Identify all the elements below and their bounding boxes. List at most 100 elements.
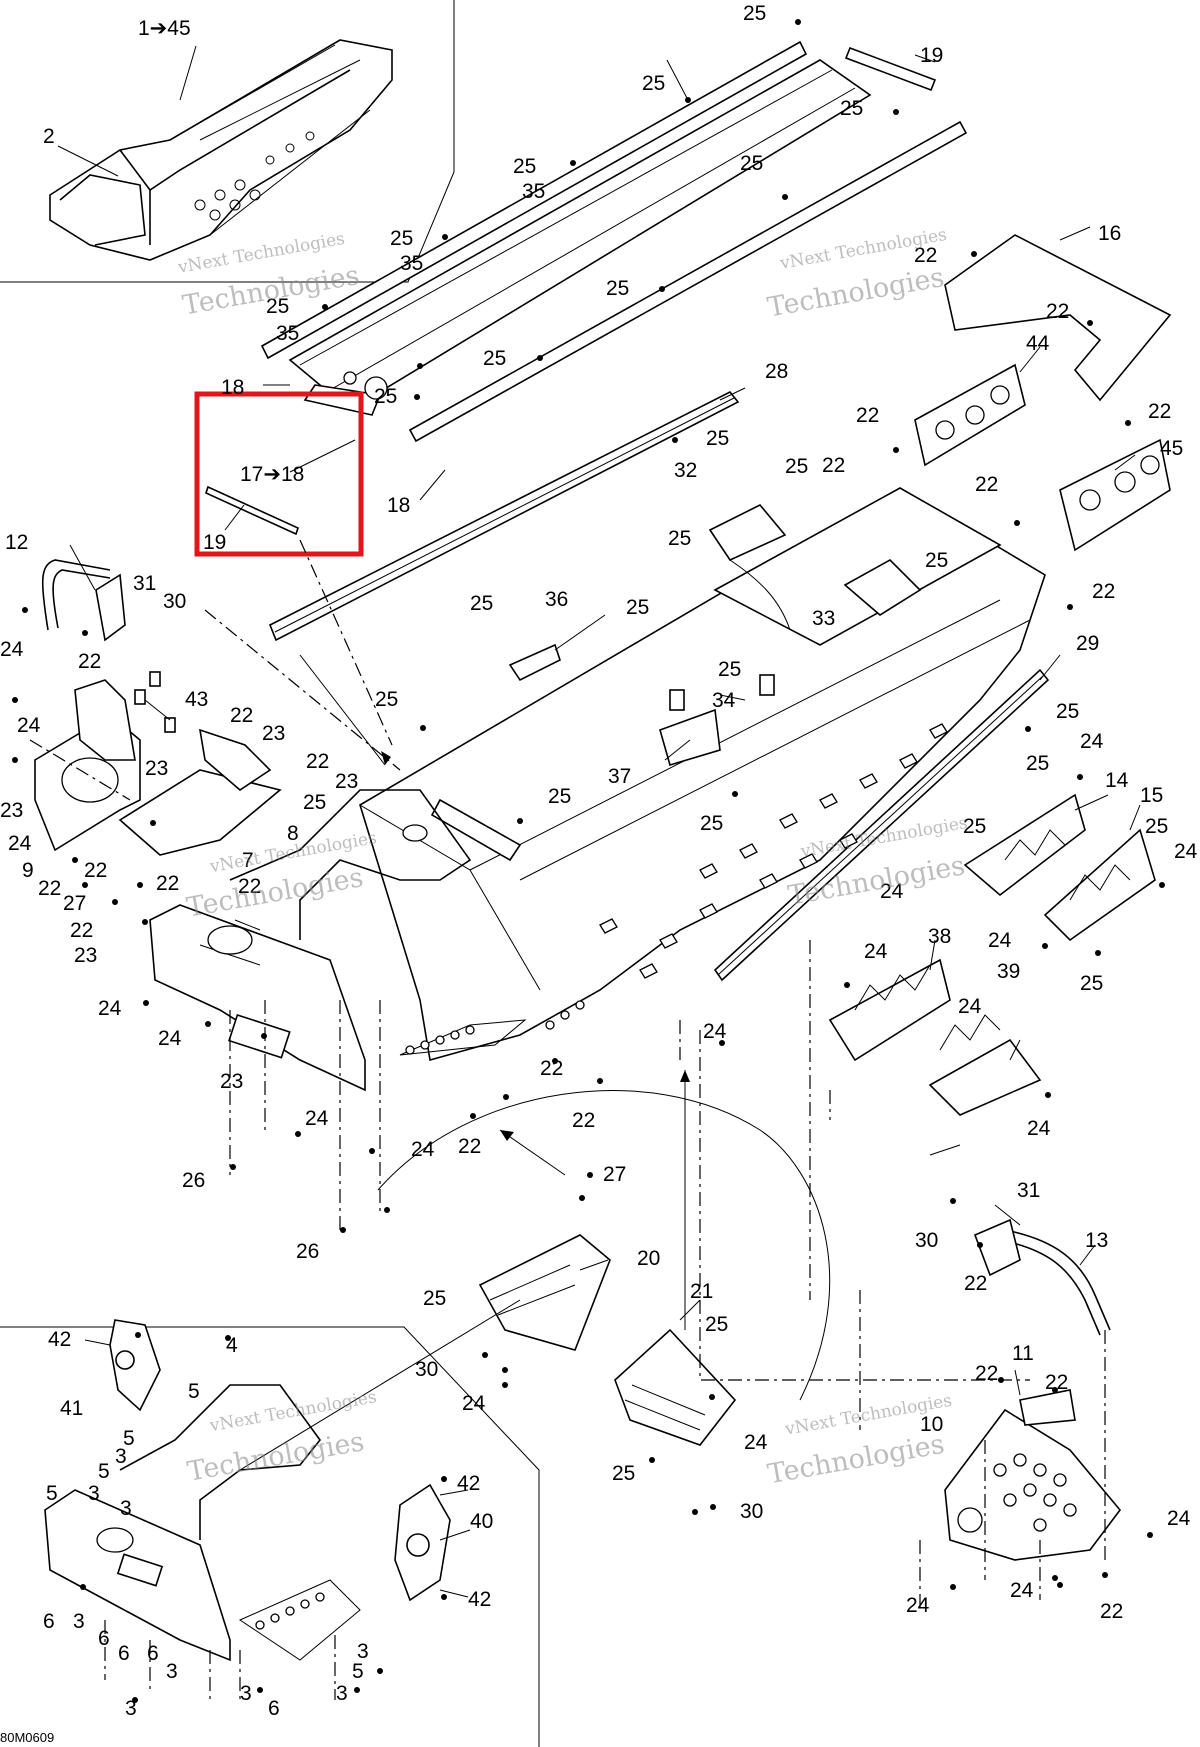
callout-30: 30 [163, 590, 186, 613]
callout-22: 22 [70, 919, 93, 942]
callout-43: 43 [185, 688, 208, 711]
callout-22: 22 [822, 454, 845, 477]
callout-35: 35 [400, 252, 423, 275]
callout-25: 25 [700, 812, 723, 835]
callout-39: 39 [997, 960, 1020, 983]
bracket-9-43 [34, 671, 176, 852]
callout-10: 10 [920, 1413, 943, 1436]
highlight-label-17-18: 17➔18 [240, 463, 304, 486]
callout-22: 22 [156, 872, 179, 895]
callout-22: 22 [914, 244, 937, 267]
callout-38: 38 [928, 925, 951, 948]
callout-25: 25 [785, 455, 808, 478]
callout-42: 42 [468, 1588, 491, 1611]
callout-23: 23 [220, 1070, 243, 1093]
callout-3: 3 [120, 1497, 132, 1520]
fastener-markers [12, 19, 1165, 1703]
callout-11: 11 [1012, 1342, 1034, 1365]
callout-3: 3 [125, 1697, 137, 1720]
callout-25: 25 [668, 527, 691, 550]
callout-5: 5 [98, 1460, 110, 1483]
callout-36: 36 [545, 588, 568, 611]
bracket-37 [659, 708, 721, 766]
bracket-40-42 [394, 1483, 451, 1602]
inset-front-frame [44, 1299, 521, 1662]
tunnel-assembly [359, 487, 1046, 1062]
callout-22: 22 [84, 859, 107, 882]
callout-22: 22 [964, 1272, 987, 1295]
callout-24: 24 [0, 638, 24, 661]
bracket-32 [708, 504, 787, 562]
callout-30: 30 [415, 1358, 438, 1381]
callout-27: 27 [603, 1163, 626, 1186]
callout-25: 25 [740, 152, 763, 175]
callout-25: 25 [840, 97, 863, 120]
callout-22: 22 [1092, 580, 1115, 603]
callout-5: 5 [352, 1660, 364, 1683]
front-frame [149, 789, 585, 1092]
callout-25: 25 [375, 688, 398, 711]
bracket-14 [963, 793, 1086, 897]
callout-42: 42 [48, 1328, 71, 1351]
callout-34: 34 [712, 689, 736, 712]
top-left-inset-frame [0, 0, 455, 283]
callout-25: 25 [612, 1462, 635, 1485]
callout-35: 35 [276, 322, 299, 345]
rubber-strip-29 [713, 668, 1050, 982]
callout-7: 7 [242, 849, 254, 872]
callout-25: 25 [706, 427, 729, 450]
callout-24: 24 [305, 1107, 329, 1130]
callout-5: 5 [188, 1380, 200, 1403]
bracket-6-7 [118, 728, 282, 856]
assembly-centerlines [29, 539, 1106, 1700]
callout-20: 20 [637, 1247, 660, 1270]
callout-2: 2 [43, 125, 55, 148]
callout-33: 33 [812, 607, 835, 630]
callout-15: 15 [1140, 784, 1163, 807]
callout-25: 25 [374, 385, 397, 408]
callout-27: 27 [63, 892, 86, 915]
callout-24: 24 [17, 714, 41, 737]
bracket-36 [508, 643, 561, 682]
callout-23: 23 [335, 770, 358, 793]
callout-22: 22 [306, 750, 329, 773]
callout-40: 40 [470, 1510, 493, 1533]
footrest-21 [614, 1328, 737, 1446]
callout-25: 25 [925, 549, 948, 572]
callout-24: 24 [1080, 730, 1104, 753]
callout-22: 22 [78, 650, 101, 673]
callout-42: 42 [457, 1472, 480, 1495]
callout-25: 25 [513, 155, 536, 178]
callout-13: 13 [1085, 1229, 1108, 1252]
callout-24: 24 [880, 880, 904, 903]
callout-22: 22 [856, 404, 879, 427]
callout-31: 31 [133, 572, 156, 595]
callout-6: 6 [43, 1610, 55, 1633]
watermark-5: vNext Technologies Technologies [185, 1387, 378, 1488]
callout-25: 25 [1080, 972, 1103, 995]
callout-25: 25 [1145, 815, 1168, 838]
callout-23: 23 [262, 722, 285, 745]
callout-29: 29 [1076, 632, 1099, 655]
callout-22: 22 [1045, 1371, 1068, 1394]
bracket-15 [1043, 828, 1156, 942]
callout-24: 24 [744, 1431, 768, 1454]
callout-25: 25 [705, 1313, 728, 1336]
handle-12 [41, 559, 126, 642]
callout-30: 30 [740, 1500, 763, 1523]
callout-24: 24 [958, 995, 982, 1018]
callout-25: 25 [1026, 752, 1049, 775]
callout-24: 24 [988, 929, 1012, 952]
callout-22: 22 [572, 1109, 595, 1132]
callout-31: 31 [1017, 1179, 1040, 1202]
callout-25: 25 [626, 596, 649, 619]
callout-3: 3 [240, 1682, 252, 1705]
callout-24: 24 [1174, 840, 1198, 863]
callout-3: 3 [166, 1660, 178, 1683]
callout-28: 28 [765, 360, 788, 383]
callout-24: 24 [1010, 1579, 1034, 1602]
callout-9: 9 [22, 859, 34, 882]
callout-6: 6 [98, 1627, 110, 1650]
callout-3: 3 [357, 1640, 369, 1663]
callout-23: 23 [145, 757, 168, 780]
